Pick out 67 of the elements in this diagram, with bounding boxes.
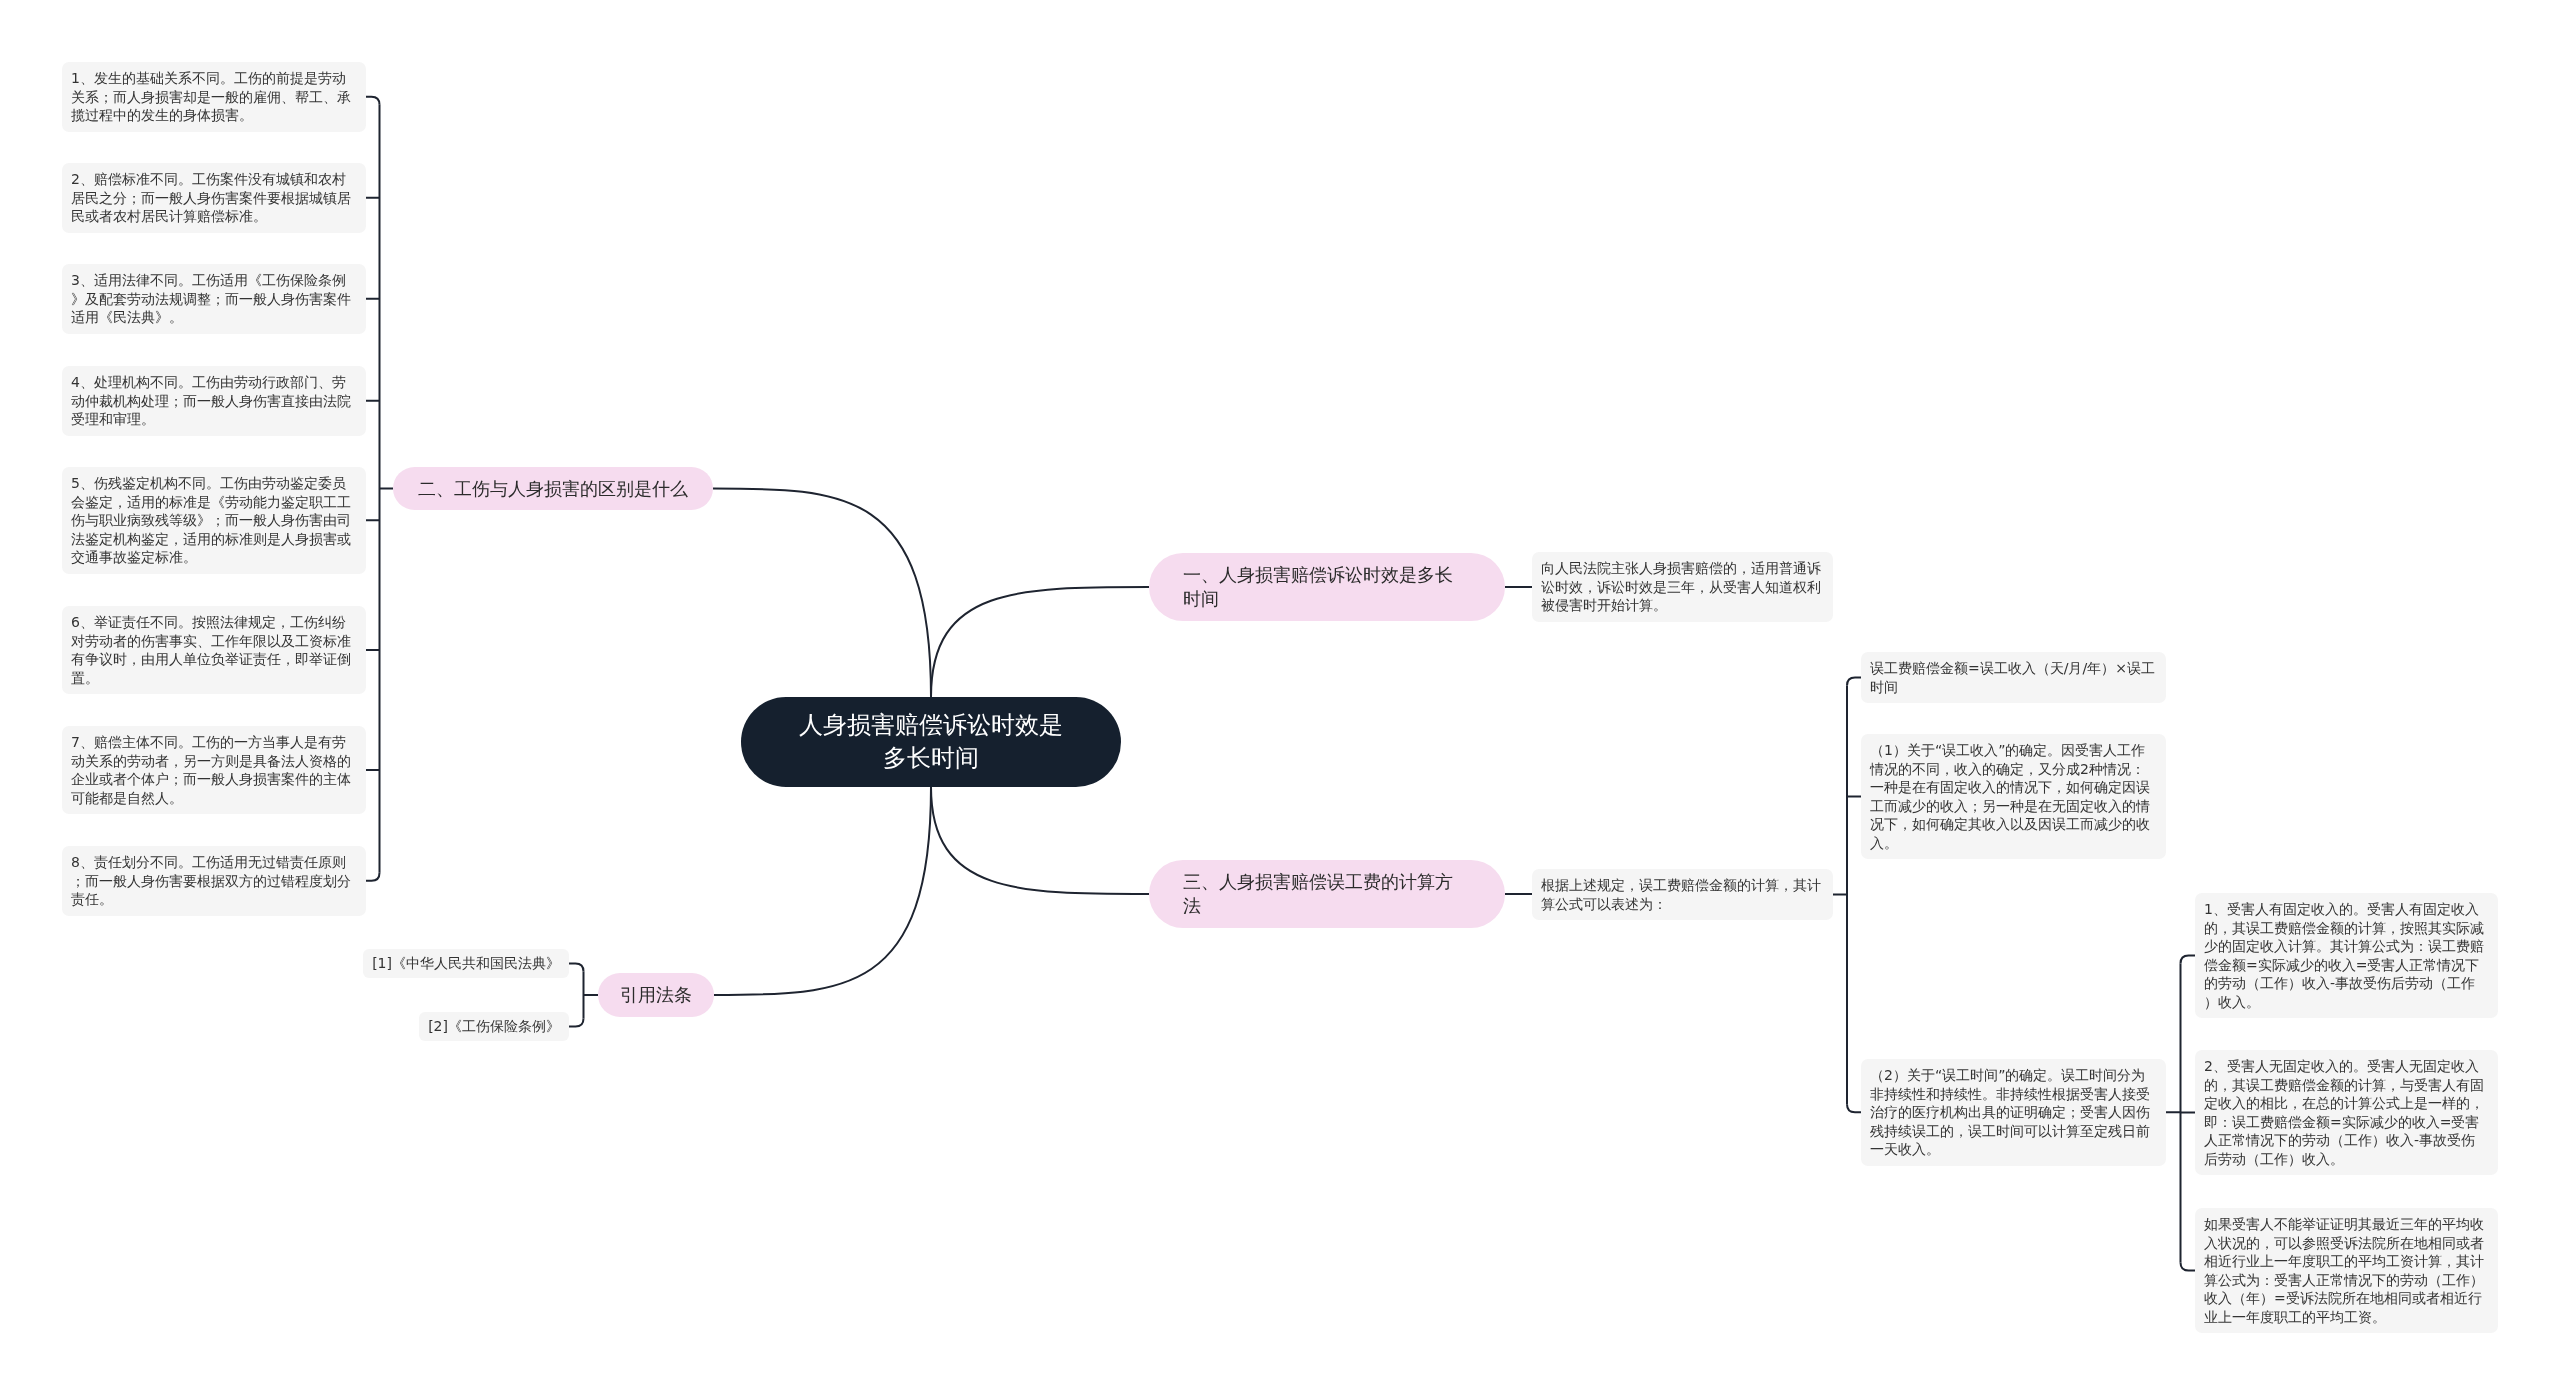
note-card [62,606,366,694]
connector-line [365,399,381,402]
topic-pill [393,467,713,510]
note-card [1861,734,2166,859]
topic-text: 二、工伤与人身损害的区别是什么 [418,476,688,501]
connector-line [2179,954,2196,965]
connector-line [365,769,381,771]
connector-line [568,962,585,973]
note-card [2195,893,2498,1018]
connector-line [365,871,381,882]
connector-line [365,95,381,106]
connector-line [1504,893,1533,895]
note-card [62,163,366,233]
note-text: 1、发生的基础关系不同。工伤的前提是劳动关系；而人身损害却是一般的雇佣、帮工、承揽过程中的发生的身体损害。 [71,69,352,125]
connector-line [582,970,599,1020]
topic-text: 一、人身损害赔偿诉讼时效是多长时间 [1183,563,1454,611]
connector-line [365,196,381,199]
note-card [1532,869,1833,920]
connector-line [568,1017,585,1028]
note-text: 2、受害人无固定收入的。受害人无固定收入的，其误工费赔偿金额的计算，与受害人有固定收入的相比，在总的计算公式上是一样的，即：误工费赔偿金额=实际减少的收入=受害人正常情况下的劳动（工作）收入-事故受伤后劳动（工作）收入。 [2204,1057,2485,1168]
citation-card [363,949,569,978]
note-card [62,726,366,814]
note-card [1532,552,1833,622]
note-text: 误工费赔偿金额=误工收入（天/月/年）×误工时间 [1870,659,2156,696]
citation-card [419,1012,569,1041]
note-card [62,467,366,574]
connector-line [2179,1111,2196,1114]
connector-line [378,103,394,874]
note-card [2195,1208,2498,1333]
topic-pill [598,973,714,1017]
note-text: 4、处理机构不同。工伤由劳动行政部门、劳动仲裁机构处理；而一般人身伤害直接由法院受理和审理。 [71,373,352,429]
note-card [1861,1059,2166,1166]
connector-line [2179,1261,2196,1272]
connector-line [365,519,381,522]
connector-line [365,297,381,300]
note-text: 7、赔偿主体不同。工伤的一方当事人是有劳动关系的劳动者，另一方则是具备法人资格的企业或者个体户；而一般人身损害案件的主体可能都是自然人。 [71,733,352,807]
connector-line [2165,962,2182,1264]
note-text: 1、受害人有固定收入的。受害人有固定收入的，其误工费赔偿金额的计算，按照其实际减少的固定收入计算。其计算公式为：误工费赔偿金额=实际减少的收入=受害人正常情况下的劳动（工作）收入-事故受伤后劳动（工作）收入。 [2204,900,2485,1011]
connector-line [1846,676,1862,687]
note-card [62,846,366,916]
topic-text: 引用法条 [620,983,692,1007]
note-text: 8、责任划分不同。工伤适用无过错责任原则；而一般人身伤害要根据双方的过错程度划分责任。 [71,853,352,909]
note-text: 2、赔偿标准不同。工伤案件没有城镇和农村居民之分；而一般人身伤害案件要根据城镇居民或者农村居民计算赔偿标准。 [71,170,352,226]
note-card [62,264,366,334]
connector-line [713,786,932,996]
topic-text: 人身损害赔偿诉讼时效是多长时间 [798,710,1064,774]
connector-line [1832,684,1848,1106]
note-text: 根据上述规定，误工费赔偿金额的计算，其计算公式可以表述为： [1541,876,1822,913]
connector-line [1846,1103,1862,1114]
note-text: （1）关于“误工收入”的确定。因受害人工作情况的不同，收入的确定，又分成2种情况：一种是在有固定收入的情况下，如何确定因误工而减少的收入；另一种是在无固定收入的情况下，如何确定其收入以及因误工而减少的收入。 [1870,741,2151,852]
note-card [62,62,366,132]
note-text: 3、适用法律不同。工伤适用《工伤保险条例》及配套劳动法规调整；而一般人身伤害案件适用《民法典》。 [71,271,352,327]
citation-text: [2]《工伤保险条例》 [428,1017,560,1036]
note-text: 5、伤残鉴定机构不同。工伤由劳动鉴定委员会鉴定，适用的标准是《劳动能力鉴定职工工伤与职业病致残等级》；而一般人身伤害由司法鉴定机构鉴定，适用的标准则是人身损害或交通事故鉴定标准。 [71,474,352,567]
note-text: （2）关于“误工时间”的确定。误工时间分为非持续性和持续性。非持续性根据受害人接受治疗的医疗机构出具的证明确定；受害人因伤残持续误工的，误工时间可以计算至定残日前一天收入。 [1870,1066,2151,1159]
note-card [62,366,366,436]
connector-line [1504,586,1533,588]
note-card [2195,1050,2498,1175]
connector-line [1846,795,1862,798]
note-card [1861,652,2166,703]
connector-line [712,487,932,698]
note-text: 6、举证责任不同。按照法律规定，工伤纠纷对劳动者的伤害事实、工作年限以及工资标准有争议时，由用人单位负举证责任，即举证倒置。 [71,613,352,687]
note-text: 如果受害人不能举证证明其最近三年的平均收入状况的，可以参照受诉法院所在地相同或者相近行业上一年度职工的平均工资计算，其计算公式为：受害人正常情况下的劳动（工作）收入（年）=受诉法院所在地相同或者相近行业上一年度职工的平均工资。 [2204,1215,2485,1326]
note-text: 向人民法院主张人身损害赔偿的，适用普通诉讼时效，诉讼时效是三年，从受害人知道权利被侵害时开始计算。 [1541,559,1822,615]
connector-line [365,649,381,651]
citation-text: [1]《中华人民共和国民法典》 [372,954,560,973]
topic-text: 三、人身损害赔偿误工费的计算方法 [1183,870,1454,918]
